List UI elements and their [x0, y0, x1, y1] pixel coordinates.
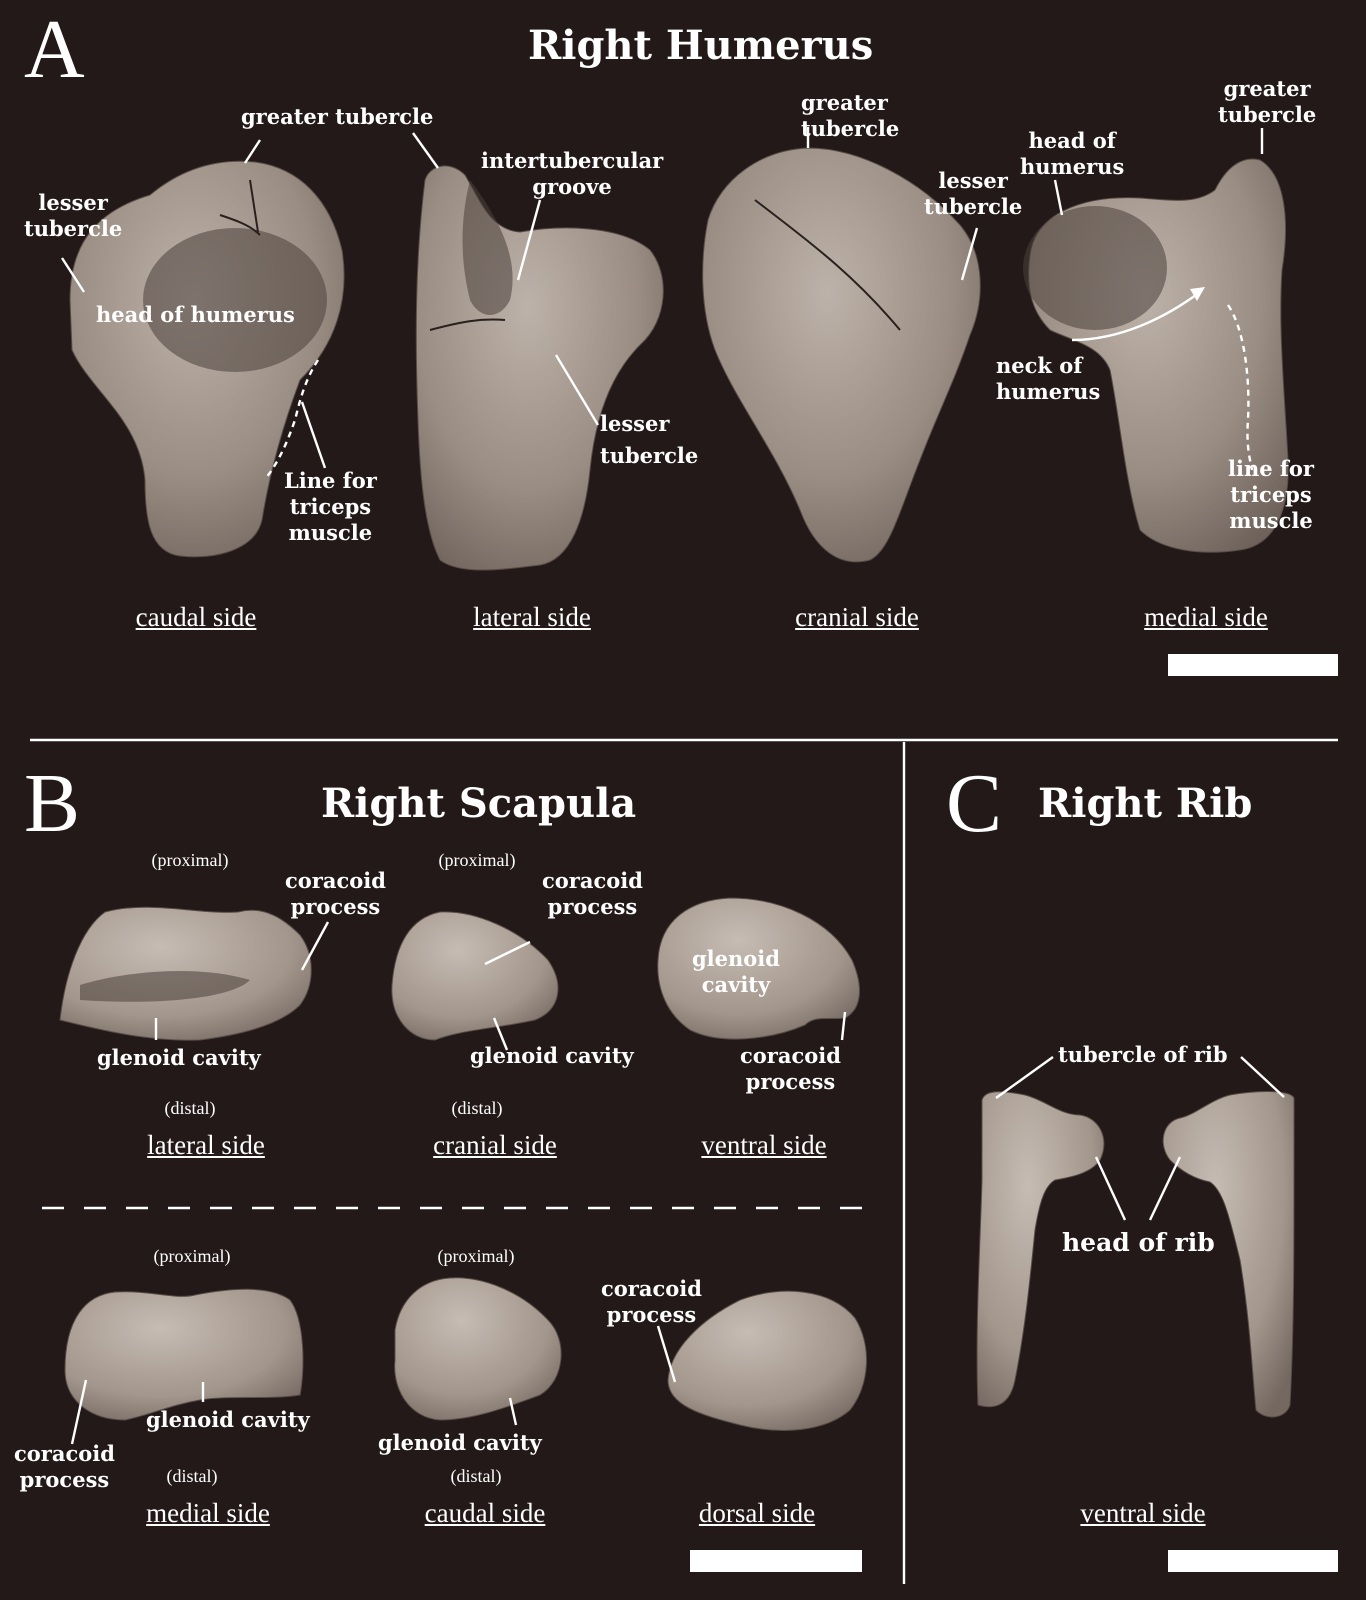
- scap-dorsal-coracoid-label: coracoid process: [601, 1276, 702, 1327]
- panel-a-title: Right Humerus: [528, 22, 874, 69]
- humerus-caudal-side-caption: caudal side: [135, 602, 257, 632]
- lateral-proximal-label: (proximal): [151, 850, 229, 870]
- scapula-lateral-side-caption: lateral side: [147, 1130, 265, 1160]
- scapula-caudal-side-caption: caudal side: [424, 1498, 546, 1528]
- panel-b-title: Right Scapula: [321, 780, 637, 827]
- humerus-caudal-head: [143, 228, 327, 372]
- scale-bar-b: [690, 1550, 862, 1572]
- scap-medial-coracoid-label: coracoid process: [14, 1441, 115, 1492]
- humerus-lateral-bone: [415, 165, 664, 571]
- caudal-triceps-label: Line for triceps muscle: [284, 468, 377, 545]
- medial-proximal-label: (proximal): [153, 1246, 231, 1266]
- medial-head-label: head of humerus: [1020, 128, 1125, 179]
- rib-tubercle-label: tubercle of rib: [1058, 1042, 1228, 1067]
- lateral-distal-label: (distal): [164, 1098, 216, 1118]
- rib-leader-lines: [995, 1056, 1285, 1221]
- humerus-lateral-side-caption: lateral side: [473, 602, 591, 632]
- scap-lateral-coracoid-label: coracoid process: [285, 868, 386, 919]
- scale-bar-a: [1168, 654, 1338, 676]
- rib-left-bone: [976, 1091, 1105, 1408]
- scapula-dorsal-bone: [667, 1290, 867, 1431]
- cranial-distal-label: (distal): [451, 1098, 503, 1118]
- cranial-greater-tubercle-label: greater tubercle: [801, 90, 900, 141]
- cranial-lesser-tubercle-label: lesser tubercle: [924, 168, 1023, 219]
- scap-caudal-glenoid-label: glenoid cavity: [378, 1430, 542, 1455]
- scapula-cranial-bone: [391, 911, 559, 1041]
- scap-ventral-glenoid-label: glenoid cavity: [692, 946, 780, 997]
- medial-greater-tubercle-label: greater tubercle: [1218, 76, 1317, 127]
- caudal-distal-label: (distal): [450, 1466, 502, 1486]
- humerus-medial-side-caption: medial side: [1144, 602, 1268, 632]
- humerus-cranial-side-caption: cranial side: [795, 602, 919, 632]
- scapula-caudal-bone: [394, 1277, 562, 1421]
- lateral-groove-label: intertubercular groove: [481, 148, 664, 199]
- medial-neck-label: neck of humerus: [996, 353, 1101, 404]
- lateral-lesser-tubercle-label: lesser tubercle: [600, 411, 699, 468]
- scapula-medial-side-caption: medial side: [146, 1498, 270, 1528]
- caudal-head-label: head of humerus: [96, 302, 295, 327]
- humerus-cranial-bone: [702, 147, 981, 563]
- rib-ventral-side-caption: ventral side: [1080, 1498, 1206, 1528]
- panel-a-letter: A: [24, 3, 85, 96]
- caudal-lesser-tubercle-label: lesser tubercle: [24, 190, 123, 241]
- scapula-leader-lines: [70, 921, 847, 1445]
- caudal-greater-tubercle-label: greater tubercle: [241, 104, 434, 129]
- scap-ventral-coracoid-label: coracoid process: [740, 1043, 841, 1094]
- scapula-ventral-bone: [657, 897, 860, 1040]
- scap-medial-glenoid-label: glenoid cavity: [146, 1407, 310, 1432]
- scapula-dorsal-side-caption: dorsal side: [698, 1498, 816, 1528]
- scap-lateral-glenoid-label: glenoid cavity: [97, 1045, 261, 1070]
- scap-cranial-glenoid-label: glenoid cavity: [470, 1043, 634, 1068]
- caudal-proximal-label: (proximal): [437, 1246, 515, 1266]
- scap-cranial-coracoid-label: coracoid process: [542, 868, 643, 919]
- scapula-medial-bone: [64, 1288, 304, 1421]
- scapula-cranial-side-caption: cranial side: [433, 1130, 557, 1160]
- panel-c-letter: C: [946, 757, 1003, 850]
- panel-c-title: Right Rib: [1038, 780, 1253, 827]
- medial-triceps-label: line for triceps muscle: [1228, 456, 1314, 533]
- scale-bar-c: [1168, 1550, 1338, 1572]
- humerus-medial-head: [1023, 206, 1167, 330]
- panel-b-letter: B: [24, 757, 81, 850]
- cranial-proximal-label: (proximal): [438, 850, 516, 870]
- scapula-ventral-side-caption: ventral side: [701, 1130, 827, 1160]
- humerus-leader-lines: [60, 127, 1264, 479]
- rib-right-bone: [1162, 1091, 1295, 1418]
- rib-head-label: head of rib: [1062, 1228, 1215, 1257]
- medial-distal-label: (distal): [166, 1466, 218, 1486]
